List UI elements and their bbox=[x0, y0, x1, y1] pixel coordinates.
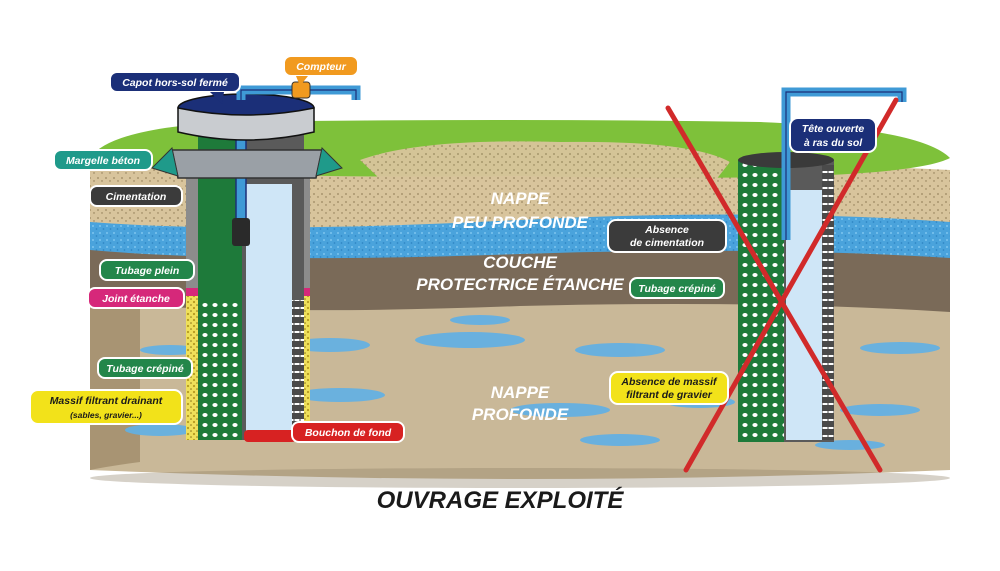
label-tete-1: Tête ouverte bbox=[802, 123, 865, 135]
label-absence-cim-1: Absence bbox=[644, 224, 689, 236]
label-joint: Joint étanche bbox=[102, 293, 170, 305]
callout-capot: Capot hors-sol fermé bbox=[109, 71, 241, 104]
callout-tubage-crepine-right: Tubage crépiné bbox=[629, 277, 725, 299]
margelle-right-wing bbox=[315, 146, 343, 177]
label-tubage-crepine-left: Tubage crépiné bbox=[106, 363, 184, 375]
layer-titles: NAPPE PEU PROFONDE COUCHE PROTECTRICE ÉT… bbox=[416, 189, 624, 424]
deep-aquifer-label-1: NAPPE bbox=[491, 383, 550, 402]
surface-cutaway bbox=[360, 141, 730, 200]
right-bore-screen bbox=[822, 165, 834, 440]
cap-body bbox=[177, 107, 315, 141]
label-capot: Capot hors-sol fermé bbox=[122, 77, 228, 89]
deep-soil-front bbox=[90, 300, 140, 470]
callout-tubage-crepine-left: Tubage crépiné bbox=[97, 357, 193, 379]
label-tete-2: à ras du sol bbox=[804, 137, 863, 149]
callout-joint: Joint étanche bbox=[87, 287, 185, 309]
callout-absence-massif: Absence de massif filtrant de gravier bbox=[609, 371, 729, 405]
label-bouchon: Bouchon de fond bbox=[305, 427, 392, 439]
callout-compteur: Compteur bbox=[283, 55, 359, 86]
callout-tubage-plein: Tubage plein bbox=[99, 259, 195, 281]
bore-screen bbox=[292, 300, 304, 430]
label-absence-cim-2: de cimentation bbox=[630, 237, 704, 249]
margelle-left-wing bbox=[151, 146, 179, 177]
shallow-aquifer-label-1: NAPPE bbox=[491, 189, 550, 208]
shallow-aquifer-label-2: PEU PROFONDE bbox=[452, 213, 589, 232]
label-absence-massif-1: Absence de massif bbox=[620, 376, 718, 388]
label-margelle: Margelle béton bbox=[66, 155, 140, 167]
callout-massif: Massif filtrant drainant (sables, gravie… bbox=[29, 389, 183, 425]
pump bbox=[232, 218, 250, 246]
ground-shadow bbox=[90, 468, 950, 488]
margelle bbox=[171, 149, 323, 179]
label-compteur: Compteur bbox=[296, 61, 346, 73]
label-tubage-plein: Tubage plein bbox=[115, 265, 180, 277]
protective-layer-label-2: PROTECTRICE ÉTANCHE bbox=[416, 275, 624, 294]
callout-absence-cimentation: Absence de cimentation bbox=[607, 219, 727, 253]
diagram-title: OUVRAGE EXPLOITÉ bbox=[377, 486, 625, 514]
label-absence-massif-2: filtrant de gravier bbox=[626, 389, 713, 401]
left-well bbox=[151, 81, 361, 442]
callout-cimentation: Cimentation bbox=[89, 185, 183, 207]
label-cimentation: Cimentation bbox=[106, 191, 167, 203]
red-cross bbox=[665, 97, 899, 473]
well-water-column bbox=[246, 184, 292, 436]
label-tubage-crepine-right: Tubage crépiné bbox=[638, 283, 716, 295]
label-massif-2: (sables, gravier...) bbox=[70, 410, 142, 420]
right-pipe-outline bbox=[785, 91, 903, 240]
screened-casing bbox=[198, 300, 242, 440]
callout-margelle: Margelle béton bbox=[53, 149, 153, 171]
protective-layer-label-1: COUCHE bbox=[483, 253, 557, 272]
label-massif-1: Massif filtrant drainant bbox=[50, 395, 163, 407]
right-screened-casing bbox=[738, 160, 784, 442]
callout-tete: Tête ouverte à ras du sol bbox=[789, 117, 877, 153]
deep-aquifer-label-2: PROFONDE bbox=[472, 405, 569, 424]
callout-bouchon: Bouchon de fond bbox=[291, 421, 405, 443]
bottom-plug bbox=[244, 430, 296, 442]
